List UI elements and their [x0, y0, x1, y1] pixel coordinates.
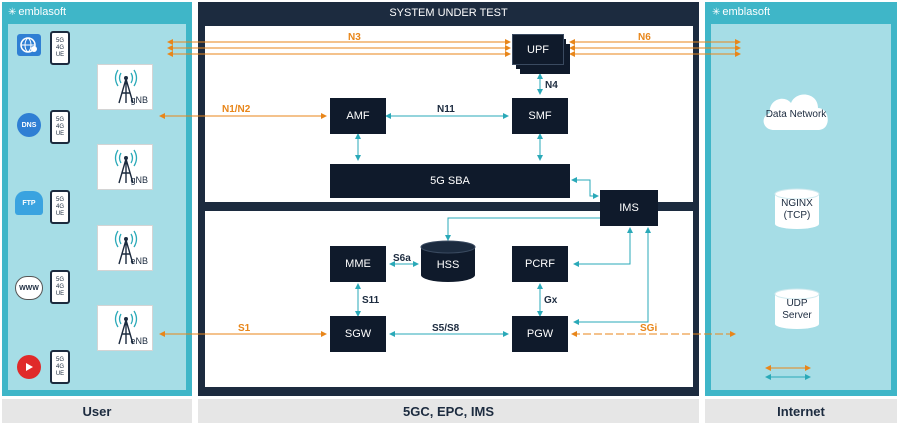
smf-node: SMF — [512, 98, 568, 134]
cloud-icon — [763, 94, 828, 130]
enb-tower-box: eNB — [97, 305, 153, 351]
core-footer: 5GC, EPC, IMS — [198, 399, 699, 423]
n11-label: N11 — [437, 104, 455, 115]
s11-label: S11 — [362, 295, 380, 306]
video-app-icon — [17, 355, 41, 379]
sgw-node: SGW — [330, 316, 386, 352]
radio-label: eNB — [130, 336, 148, 346]
pgw-node: PGW — [512, 316, 568, 352]
www-app-icon: WWW — [15, 276, 43, 300]
gnb-tower-box: gNB — [97, 64, 153, 110]
dns-app-icon: DNS — [17, 113, 41, 137]
ftp-app-text: FTP — [22, 199, 36, 207]
n1n2-label: N1/N2 — [222, 104, 251, 115]
upf-node: UPF — [512, 34, 564, 65]
user-footer: User — [2, 399, 192, 423]
sba-ims-link — [571, 177, 599, 199]
n3-label: N3 — [348, 32, 361, 43]
nginx-server-icon — [774, 188, 820, 229]
brand-name: emblasoft — [722, 6, 771, 18]
udp-server-label: UDP Server — [782, 298, 812, 321]
brand-name: emblasoft — [18, 6, 67, 18]
www-app-text: WWW — [19, 284, 39, 292]
sgi-label: SGi — [640, 323, 658, 334]
ims-hss-link — [445, 217, 600, 241]
ftp-app-icon: FTP — [15, 191, 43, 215]
hss-database-icon — [420, 240, 476, 282]
radio-label: gNB — [130, 95, 148, 105]
n3-link — [167, 39, 511, 57]
n4-label: N4 — [545, 80, 558, 91]
emblasoft-mark-icon: ✳ — [8, 6, 17, 18]
ims-node: IMS — [600, 190, 658, 226]
amf-node: AMF — [330, 98, 386, 134]
n6-label: N6 — [638, 32, 651, 43]
data-network-label: Data Network — [765, 109, 827, 120]
s5s8-label: S5/S8 — [432, 323, 460, 334]
radio-label: eNB — [130, 256, 148, 266]
ims-pgw-link — [573, 227, 651, 325]
radio-label: gNB — [130, 175, 148, 185]
udp-server-icon — [774, 288, 820, 329]
emblasoft-mark-icon: ✳ — [712, 6, 721, 18]
antenna-tower-icon — [114, 310, 138, 345]
sba-bus: 5G SBA — [330, 164, 570, 198]
enb-tower-box: eNB — [97, 225, 153, 271]
n6-link — [569, 39, 741, 57]
s1-label: S1 — [238, 323, 251, 334]
gnb-tower-box: gNB — [97, 144, 153, 190]
antenna-tower-icon — [114, 230, 138, 265]
ims-pcrf-link — [573, 227, 633, 267]
nginx-label: NGINX (TCP) — [781, 198, 813, 221]
antenna-tower-icon — [114, 69, 138, 104]
hss-label: HSS — [436, 259, 460, 271]
dns-app-text: DNS — [21, 121, 37, 129]
pcrf-node: PCRF — [512, 246, 568, 282]
system-title: SYSTEM UNDER TEST — [389, 7, 508, 19]
gx-label: Gx — [544, 295, 558, 306]
browser-app-icon — [17, 34, 41, 56]
internet-footer: Internet — [705, 399, 897, 423]
user-panel-logo: ✳ emblasoft — [8, 6, 66, 18]
antenna-tower-icon — [114, 149, 138, 184]
internet-panel-logo: ✳ emblasoft — [712, 6, 770, 18]
mme-node: MME — [330, 246, 386, 282]
s6a-label: S6a — [393, 253, 411, 264]
